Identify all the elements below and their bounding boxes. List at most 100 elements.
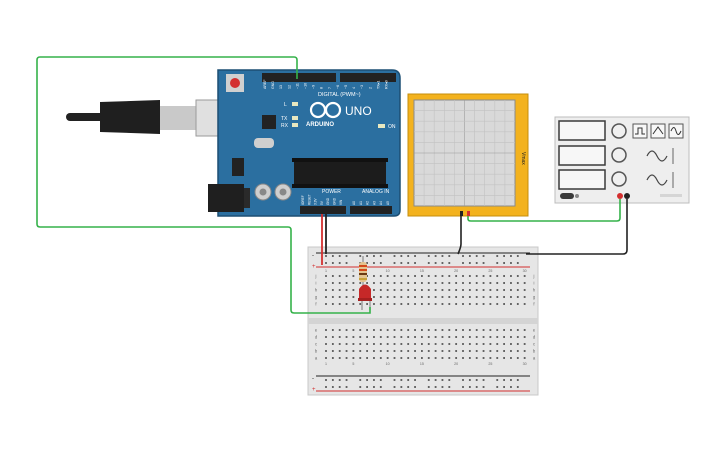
breadboard-hole[interactable]: [462, 275, 464, 277]
breadboard-hole[interactable]: [462, 386, 464, 388]
breadboard-hole[interactable]: [496, 379, 499, 381]
breadboard-hole[interactable]: [489, 329, 492, 331]
breadboard-hole[interactable]: [338, 303, 341, 305]
breadboard-hole[interactable]: [338, 275, 341, 277]
breadboard-hole[interactable]: [338, 296, 341, 298]
breadboard-hole[interactable]: [331, 303, 334, 305]
breadboard-hole[interactable]: [379, 350, 382, 352]
breadboard-hole[interactable]: [503, 296, 505, 298]
breadboard-hole[interactable]: [468, 329, 471, 331]
fg-terminal-neg[interactable]: [624, 193, 630, 199]
breadboard-hole[interactable]: [325, 282, 327, 284]
breadboard-hole[interactable]: [496, 275, 499, 277]
breadboard-hole[interactable]: [503, 350, 505, 352]
breadboard-hole[interactable]: [414, 357, 416, 359]
breadboard-hole[interactable]: [421, 336, 423, 338]
breadboard-hole[interactable]: [366, 275, 368, 277]
breadboard-hole[interactable]: [523, 357, 526, 359]
breadboard-hole[interactable]: [503, 255, 505, 257]
breadboard-hole[interactable]: [373, 282, 375, 284]
breadboard-hole[interactable]: [496, 262, 499, 264]
breadboard-hole[interactable]: [427, 336, 430, 338]
breadboard-hole[interactable]: [400, 282, 403, 284]
breadboard-hole[interactable]: [352, 303, 355, 305]
breadboard-hole[interactable]: [379, 303, 382, 305]
breadboard-hole[interactable]: [516, 357, 519, 359]
breadboard-hole[interactable]: [482, 379, 485, 381]
breadboard-hole[interactable]: [427, 379, 430, 381]
breadboard-hole[interactable]: [379, 386, 382, 388]
breadboard-hole[interactable]: [407, 289, 410, 291]
breadboard-hole[interactable]: [448, 357, 451, 359]
breadboard-hole[interactable]: [434, 255, 437, 257]
breadboard-hole[interactable]: [434, 350, 437, 352]
breadboard-hole[interactable]: [407, 386, 410, 388]
breadboard-hole[interactable]: [496, 282, 499, 284]
breadboard-hole[interactable]: [503, 275, 505, 277]
breadboard-hole[interactable]: [475, 336, 478, 338]
breadboard-hole[interactable]: [489, 336, 492, 338]
breadboard-hole[interactable]: [386, 275, 389, 277]
breadboard-hole[interactable]: [325, 350, 327, 352]
breadboard-hole[interactable]: [448, 255, 451, 257]
breadboard-hole[interactable]: [421, 275, 423, 277]
breadboard-hole[interactable]: [503, 336, 505, 338]
breadboard-hole[interactable]: [352, 289, 355, 291]
breadboard-hole[interactable]: [393, 386, 396, 388]
breadboard-hole[interactable]: [366, 379, 368, 381]
breadboard-hole[interactable]: [468, 336, 471, 338]
breadboard-hole[interactable]: [414, 343, 416, 345]
breadboard-hole[interactable]: [510, 329, 512, 331]
breadboard-hole[interactable]: [421, 296, 423, 298]
breadboard-hole[interactable]: [516, 262, 519, 264]
breadboard-hole[interactable]: [489, 282, 492, 284]
breadboard-hole[interactable]: [379, 255, 382, 257]
function-generator[interactable]: [554, 116, 690, 204]
fg-terminal-pos[interactable]: [617, 193, 623, 199]
wire-scope-to-generator[interactable]: [467, 199, 621, 222]
breadboard-hole[interactable]: [325, 336, 327, 338]
breadboard-hole[interactable]: [427, 282, 430, 284]
breadboard-hole[interactable]: [325, 296, 327, 298]
breadboard-hole[interactable]: [331, 357, 334, 359]
oscilloscope[interactable]: Vmax: [407, 93, 529, 217]
breadboard-hole[interactable]: [482, 386, 485, 388]
breadboard-hole[interactable]: [407, 262, 410, 264]
breadboard-hole[interactable]: [475, 275, 478, 277]
breadboard-hole[interactable]: [393, 255, 396, 257]
breadboard-hole[interactable]: [427, 357, 430, 359]
breadboard-hole[interactable]: [516, 386, 519, 388]
breadboard-hole[interactable]: [366, 329, 368, 331]
breadboard-hole[interactable]: [455, 357, 458, 359]
breadboard-hole[interactable]: [468, 262, 471, 264]
breadboard-hole[interactable]: [352, 329, 355, 331]
breadboard-hole[interactable]: [414, 379, 416, 381]
breadboard-hole[interactable]: [421, 289, 423, 291]
breadboard-hole[interactable]: [421, 357, 423, 359]
breadboard-hole[interactable]: [400, 289, 403, 291]
breadboard-hole[interactable]: [400, 255, 403, 257]
breadboard-hole[interactable]: [434, 336, 437, 338]
breadboard-hole[interactable]: [366, 343, 368, 345]
breadboard-hole[interactable]: [510, 350, 512, 352]
breadboard-hole[interactable]: [475, 303, 478, 305]
breadboard-hole[interactable]: [448, 386, 451, 388]
breadboard-hole[interactable]: [331, 289, 334, 291]
breadboard-hole[interactable]: [516, 343, 519, 345]
breadboard-hole[interactable]: [338, 379, 341, 381]
breadboard-hole[interactable]: [482, 262, 485, 264]
breadboard-hole[interactable]: [496, 303, 499, 305]
breadboard-hole[interactable]: [427, 343, 430, 345]
breadboard-hole[interactable]: [421, 282, 423, 284]
breadboard-hole[interactable]: [338, 336, 341, 338]
breadboard-hole[interactable]: [448, 303, 451, 305]
breadboard-hole[interactable]: [516, 350, 519, 352]
breadboard-hole[interactable]: [379, 336, 382, 338]
breadboard-hole[interactable]: [352, 336, 355, 338]
breadboard-hole[interactable]: [407, 282, 410, 284]
breadboard-hole[interactable]: [427, 262, 430, 264]
breadboard-hole[interactable]: [345, 350, 348, 352]
breadboard-hole[interactable]: [496, 386, 499, 388]
breadboard-hole[interactable]: [407, 343, 410, 345]
